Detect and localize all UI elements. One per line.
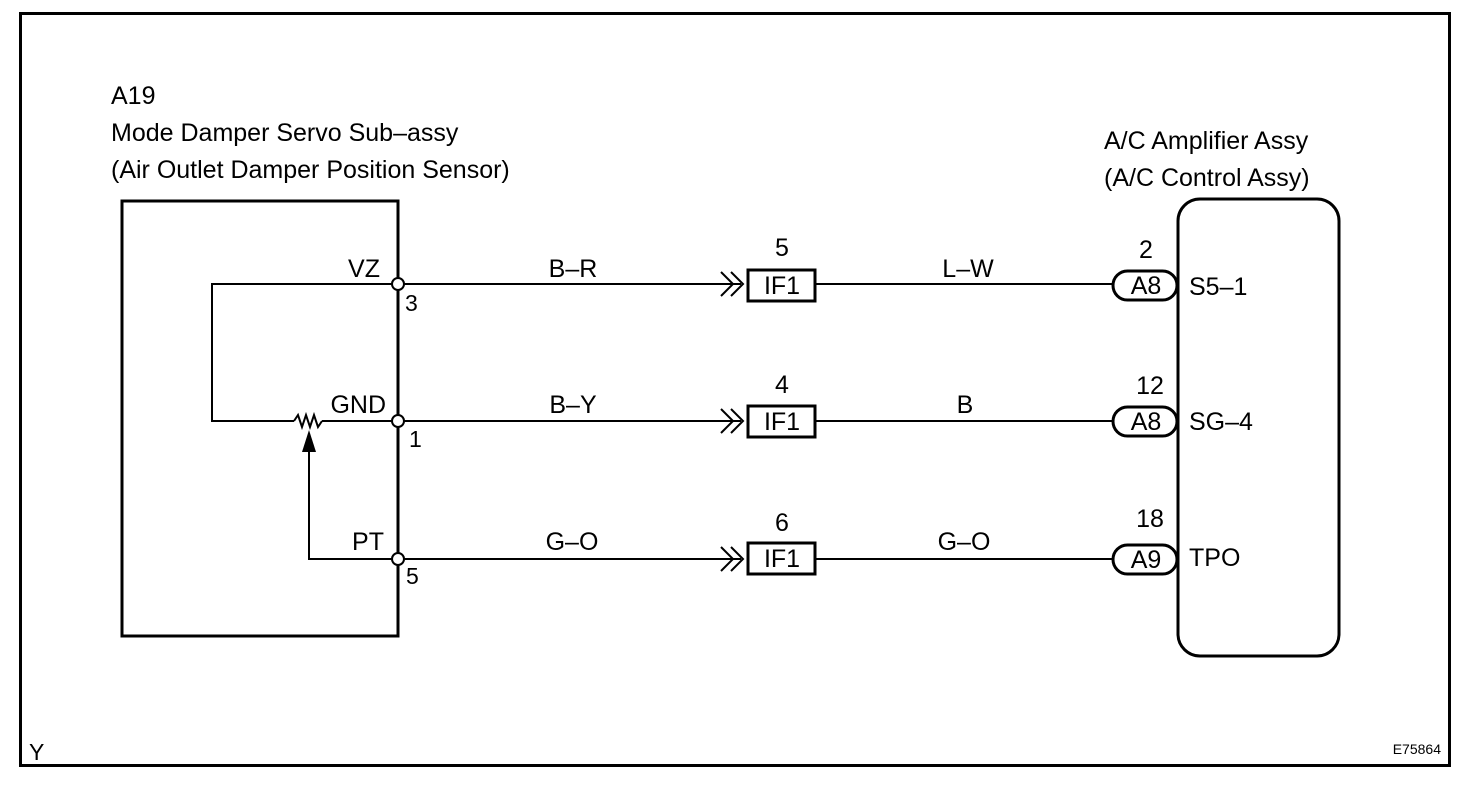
- wire-color-left: G–O: [546, 528, 599, 556]
- amplifier-box: [1176, 197, 1341, 658]
- junction-label: IF1: [764, 272, 800, 300]
- terminal-label: GND: [330, 391, 386, 419]
- amp-pin: 18: [1136, 505, 1164, 533]
- right-component-name: A/C Amplifier Assy: [1104, 127, 1309, 155]
- amp-connector-label: A8: [1131, 272, 1162, 300]
- amp-connector: [1111, 269, 1179, 302]
- terminal-point: [391, 277, 405, 291]
- footer-left-mark: Y: [29, 739, 44, 765]
- terminal-pin: 5: [406, 563, 419, 589]
- terminal-pin: 3: [405, 290, 418, 316]
- right-component-subname: (A/C Control Assy): [1104, 164, 1310, 192]
- amp-connector-label: A8: [1131, 408, 1162, 436]
- amp-terminal: S5–1: [1189, 273, 1247, 301]
- amp-connector: [1111, 405, 1179, 438]
- junction-pin: 4: [775, 371, 789, 399]
- wire-color-left: B–Y: [549, 391, 597, 419]
- wire-color-right: G–O: [938, 528, 991, 556]
- resistor-symbol: [293, 411, 323, 431]
- amp-connector: [1111, 543, 1179, 576]
- terminal-label: PT: [352, 528, 384, 556]
- amp-terminal: SG–4: [1189, 408, 1253, 436]
- wire-color-left: B–R: [549, 255, 598, 283]
- amp-connector-label: A9: [1131, 546, 1162, 574]
- junction-pin: 6: [775, 509, 789, 537]
- junction-label: IF1: [764, 408, 800, 436]
- amp-pin: 12: [1136, 372, 1164, 400]
- wiper-arrow: [302, 430, 316, 452]
- terminal-label: VZ: [348, 255, 380, 283]
- terminal-pin: 1: [409, 426, 422, 452]
- terminal-point: [391, 414, 405, 428]
- left-component-subname: (Air Outlet Damper Position Sensor): [111, 156, 510, 184]
- position-sensor-circuit: [211, 283, 398, 560]
- terminal-point: [391, 552, 405, 566]
- left-component-code: A19: [111, 82, 155, 110]
- circuit-row-gnd: GND 1 B–Y 4 IF1 B 12 A8 SG–4: [330, 371, 1253, 452]
- wire-color-right: L–W: [942, 255, 994, 283]
- wire-color-right: B: [957, 391, 974, 419]
- figure-code: E75864: [1393, 741, 1441, 757]
- diagram-frame: [19, 12, 1451, 767]
- junction-connector: [746, 268, 817, 303]
- amp-pin: 2: [1139, 236, 1153, 264]
- circuit-row-vz: VZ 3 B–R 5 IF1 L–W 2 A8 S5–1: [348, 234, 1247, 316]
- amp-terminal: TPO: [1189, 544, 1240, 572]
- left-component-name: Mode Damper Servo Sub–assy: [111, 119, 459, 147]
- junction-connector: [746, 541, 817, 576]
- junction-label: IF1: [764, 545, 800, 573]
- circuit-row-pt: PT 5 G–O 6 IF1 G–O 18 A9 TPO: [352, 505, 1240, 589]
- junction-pin: 5: [775, 234, 789, 262]
